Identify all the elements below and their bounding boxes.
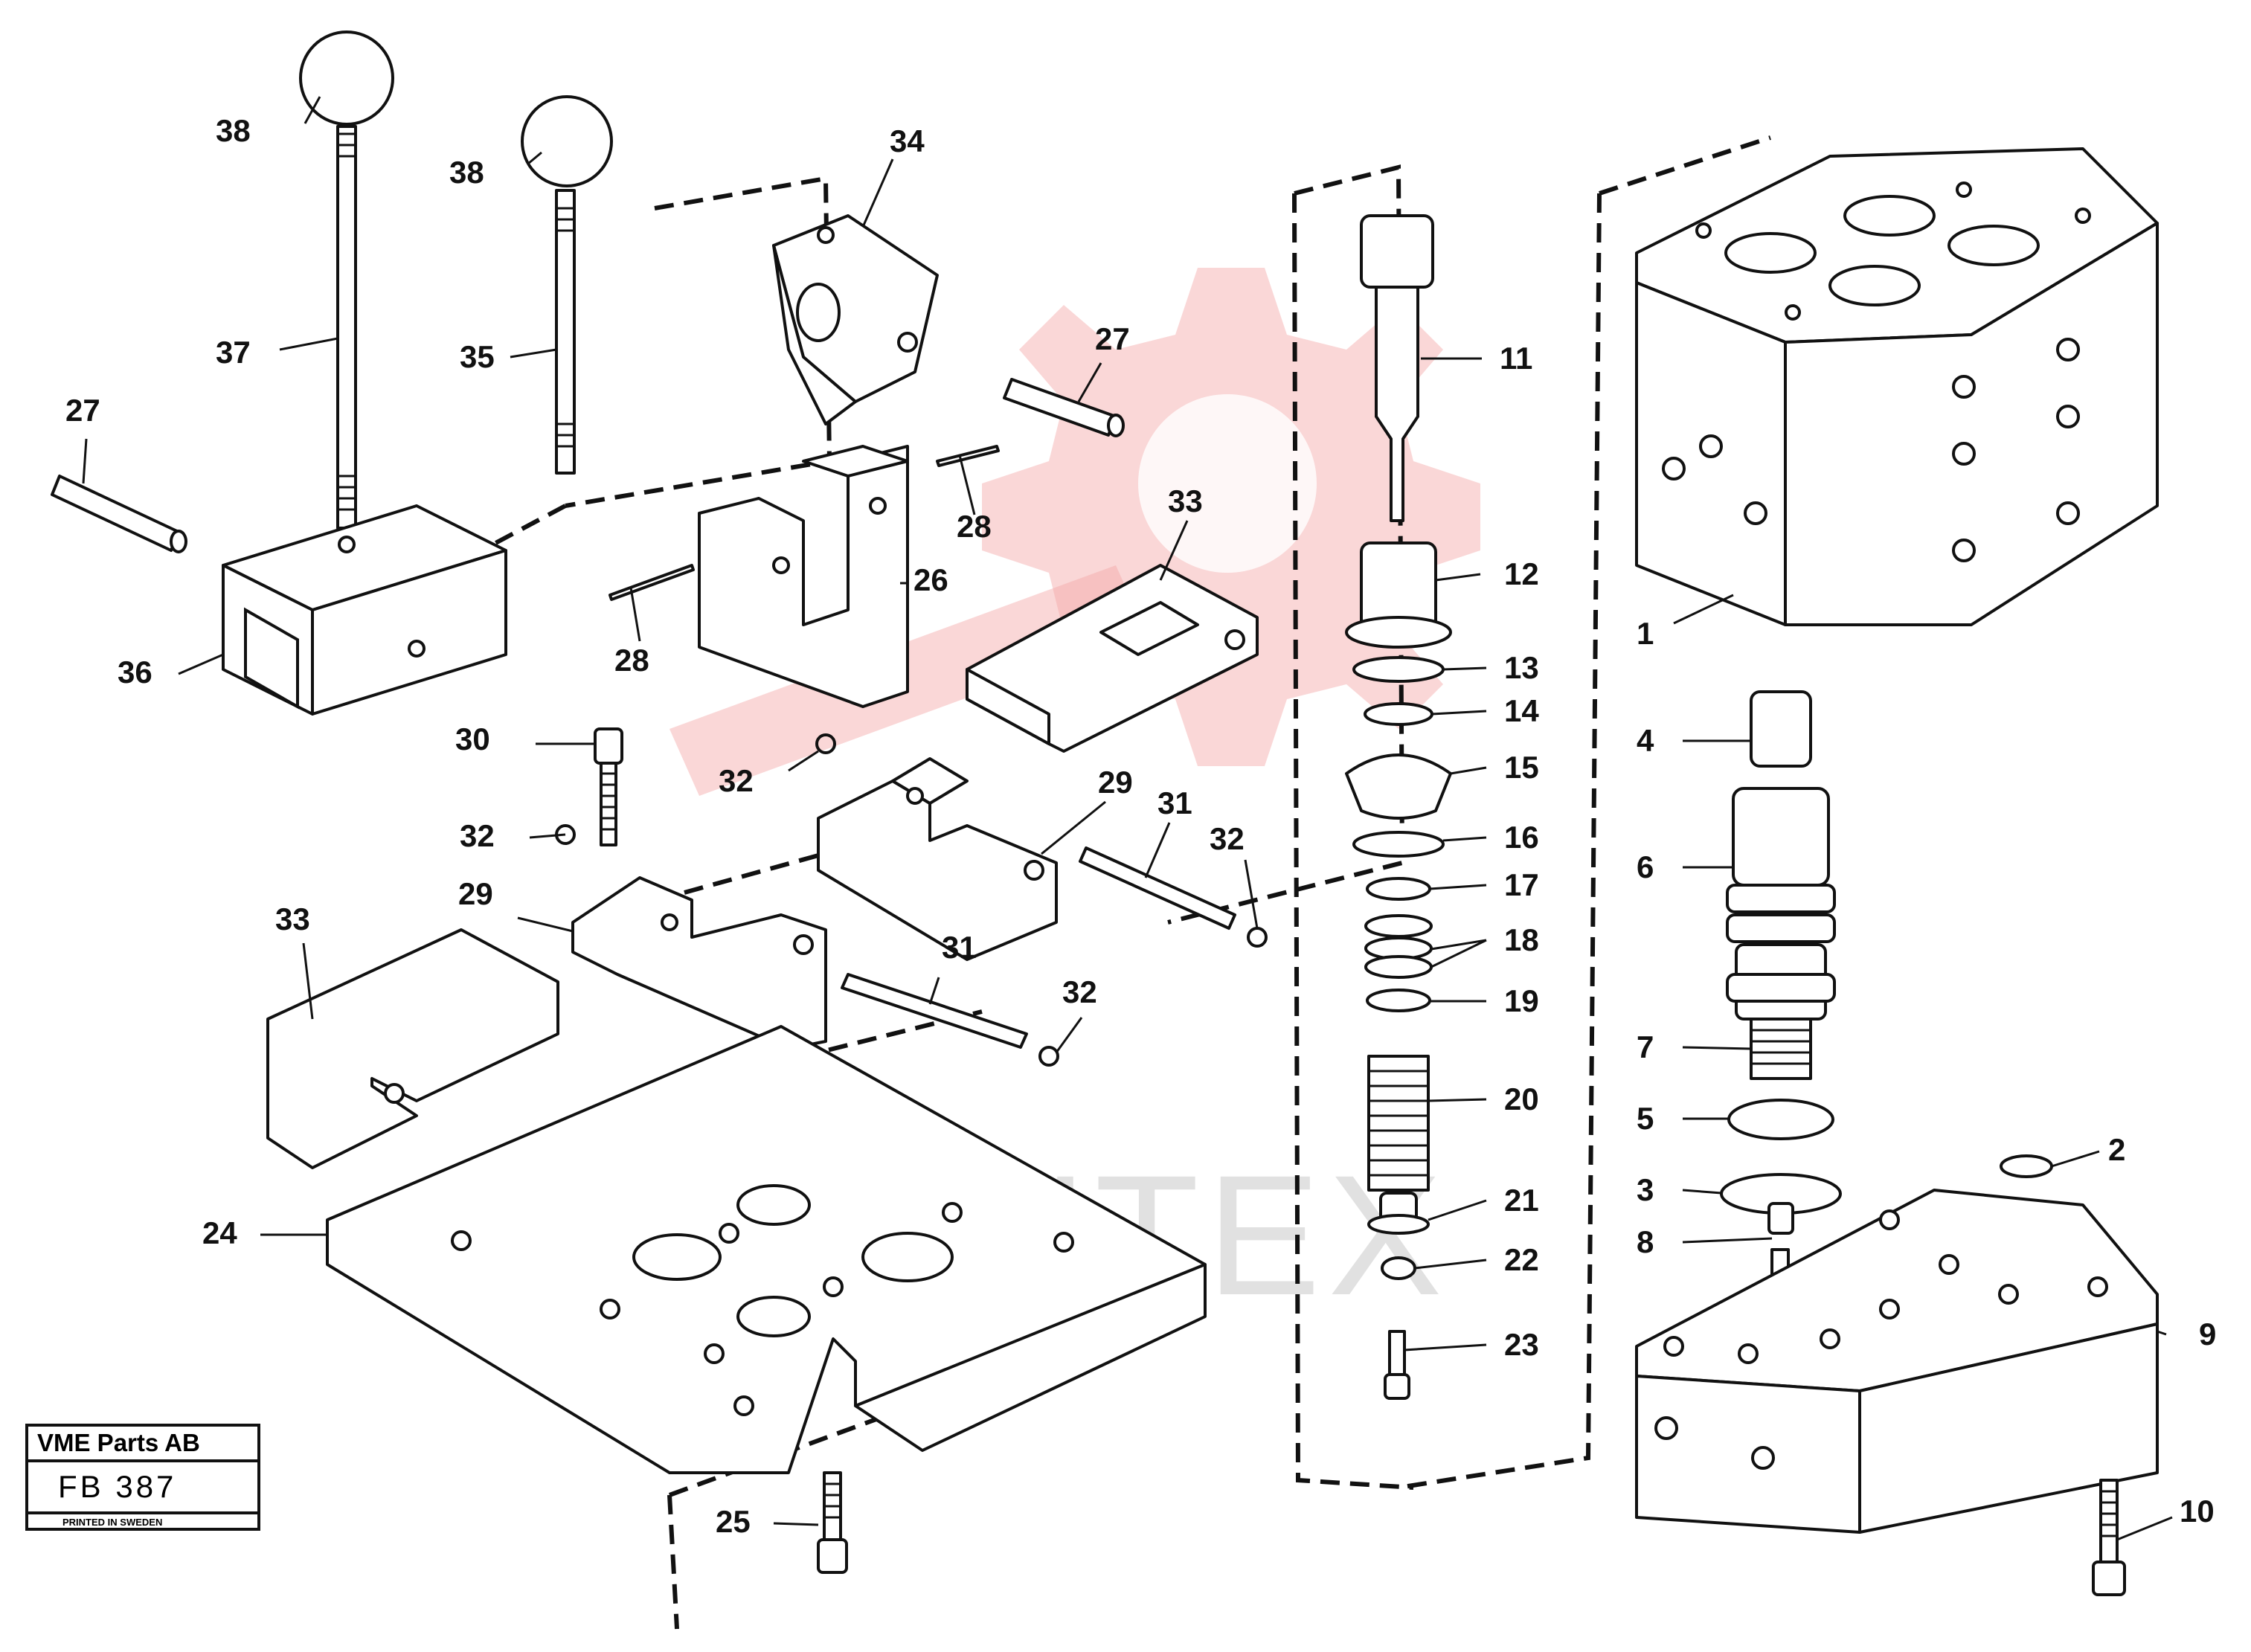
print-note: PRINTED IN SWEDEN [62,1517,163,1528]
callout-28-top: 28 [957,509,992,544]
frame-33-lower [266,928,559,1169]
pin-27-left [51,475,187,553]
lever-rod-37 [336,125,357,530]
callout-14: 14 [1504,693,1539,728]
callout-6: 6 [1637,849,1654,884]
callout-10: 10 [2180,1494,2215,1529]
callout-25: 25 [716,1504,751,1539]
callout-22: 22 [1504,1242,1539,1277]
arm-34 [772,214,939,425]
callout-12: 12 [1504,556,1539,591]
clevis-29-lower [571,876,827,1050]
callout-18: 18 [1504,922,1539,957]
callout-38-left: 38 [216,113,251,148]
pin-28-top [936,445,1000,467]
callout-32-d: 32 [1062,974,1097,1009]
pin-31-lower [841,973,1028,1049]
callout-29-upper: 29 [1098,765,1133,800]
callout-27-left: 27 [65,393,100,428]
knob-38-left [299,30,394,126]
callout-38-right: 38 [449,155,484,190]
callout-26: 26 [913,562,948,597]
knob-38-right [521,95,613,187]
callout-30: 30 [455,721,490,756]
callout-32-c: 32 [1210,821,1245,856]
callout-27-right: 27 [1095,321,1130,356]
callout-4: 4 [1637,723,1654,758]
callout-21: 21 [1504,1183,1539,1218]
cover-9 [1635,1189,2159,1534]
callout-13: 13 [1504,650,1539,685]
callout-11: 11 [1500,341,1532,376]
callout-5: 5 [1637,1101,1654,1136]
callout-33-upper: 33 [1168,483,1203,518]
callout-31-upper: 31 [1157,785,1192,820]
callout-15: 15 [1504,750,1539,785]
clip-32-lower [1038,1046,1059,1067]
callout-36: 36 [118,655,152,690]
bracket-26 [698,445,909,708]
callout-17: 17 [1504,867,1539,902]
frame-33-upper [966,564,1259,753]
valve-block-1 [1635,147,2159,626]
callout-37: 37 [216,335,251,370]
company-name: VME Parts AB [28,1427,257,1462]
clevis-29-upper [817,757,1058,961]
callout-9: 9 [2199,1317,2216,1352]
title-block: VME Parts AB FB 387 PRINTED IN SWEDEN [25,1424,260,1531]
callout-32-b: 32 [460,818,495,853]
callout-16: 16 [1504,820,1539,855]
callout-35: 35 [460,339,495,374]
callout-8: 8 [1637,1224,1654,1259]
valve-stack-right [1720,690,1842,1296]
callout-28-mid: 28 [614,643,649,678]
ring-2 [2000,1154,2053,1178]
callout-19: 19 [1504,983,1539,1018]
callout-7: 7 [1637,1029,1654,1064]
bracket-36 [222,504,507,716]
bolt-30 [594,727,623,846]
callout-23: 23 [1504,1327,1539,1362]
callout-29-lower: 29 [458,876,493,911]
callout-2: 2 [2108,1132,2125,1167]
drawing-code: FB 387 [28,1462,257,1514]
bolt-25 [817,1471,848,1574]
pin-28-mid [608,564,695,601]
callout-24: 24 [202,1215,237,1250]
base-plate-24 [326,1025,1207,1474]
callout-1: 1 [1637,616,1654,651]
pin-27-right [1003,378,1125,437]
bolt-10 [2092,1479,2126,1596]
lever-rod-35 [555,189,576,475]
pin-31-upper [1079,846,1236,930]
callout-33-lower: 33 [275,901,310,936]
callout-34: 34 [890,123,925,158]
callout-3: 3 [1637,1172,1654,1207]
callout-20: 20 [1504,1081,1539,1116]
callout-31-lower: 31 [942,930,977,965]
callout-numbers: 38 38 34 37 35 27 27 28 26 28 33 36 30 3… [65,113,2216,1539]
valve-stack-center [1345,214,1452,1400]
callout-32-a: 32 [719,763,754,798]
leader-lines [82,96,2173,1541]
